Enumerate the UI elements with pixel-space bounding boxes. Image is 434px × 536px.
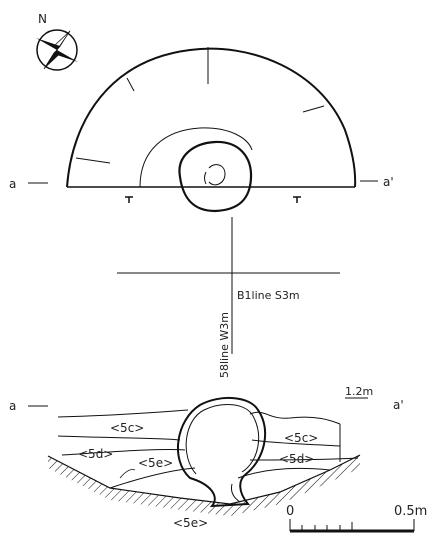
section-view: a 1.2m a' <5c> <5c> <5d> <5d> <5e> <5e> [9, 385, 404, 530]
survey-marker-right [293, 196, 301, 203]
scale-min-label: 0 [286, 504, 294, 519]
layer-5c-right-label: <5c> [284, 431, 318, 445]
grid-label-vertical: 58line W3m [218, 312, 231, 378]
grid-cross: B1line S3m 58line W3m [117, 217, 340, 378]
layer-5d-left-label: <5d> [78, 447, 113, 461]
layer-5e-upper-label: <5e> [138, 456, 173, 470]
plan-section-start-label: a [9, 177, 16, 191]
central-pit [178, 140, 253, 213]
section-start-label: a [9, 399, 16, 413]
scale-bar: 0 0.5m [286, 504, 427, 533]
north-label: N [38, 12, 47, 26]
natural-ground-hatch [48, 455, 360, 516]
section-elevation-label: 1.2m [345, 385, 373, 398]
plan-view: a a' [9, 47, 394, 213]
layer-5e-lower-label: <5e> [173, 516, 208, 530]
survey-marker-left [125, 196, 133, 203]
layer-5c-left-label: <5c> [110, 421, 144, 435]
grid-label-horizontal: B1line S3m [237, 289, 300, 302]
north-arrow-icon: N [36, 12, 78, 71]
section-end-label: a' [393, 398, 404, 412]
scale-max-label: 0.5m [394, 504, 427, 519]
plan-section-end-label: a' [383, 175, 394, 189]
layer-5d-right-label: <5d> [279, 452, 314, 466]
